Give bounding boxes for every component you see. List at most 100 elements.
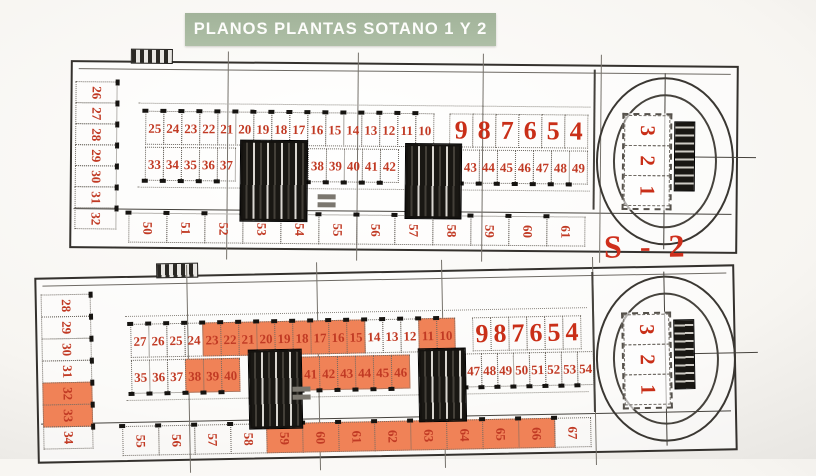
stall-number: 47	[535, 159, 549, 175]
parking-stall: 24	[184, 322, 204, 357]
parking-stall: 6	[526, 315, 546, 351]
parking-stall: 43	[460, 149, 481, 184]
parking-stall: 53	[560, 351, 579, 386]
stall-number: 60	[520, 224, 536, 238]
legend-box	[317, 194, 336, 200]
parking-stall: 37	[216, 147, 237, 182]
stall-number: 66	[529, 426, 545, 440]
parking-stall: 4	[562, 315, 582, 350]
stall-number: 8	[493, 318, 507, 348]
parking-stall: 55	[318, 214, 358, 245]
stall-number: 17	[292, 121, 306, 137]
parking-stall: 60	[302, 421, 340, 453]
building-core-2	[404, 143, 463, 220]
stall-number: 49	[571, 159, 585, 176]
parking-stall: 63	[410, 419, 448, 451]
stall-number: 8	[477, 115, 491, 145]
parking-stall: 29	[74, 144, 118, 167]
stairs-icon	[130, 48, 173, 64]
stall-number: 41	[304, 365, 318, 382]
parking-stall: 49	[568, 150, 589, 185]
stall-number: 58	[241, 432, 257, 446]
stall-number: 53	[254, 222, 270, 236]
stall-number: 38	[310, 157, 324, 173]
stall-number: 50	[140, 221, 156, 235]
stall-number: 34	[60, 430, 76, 445]
stall-number: 55	[133, 434, 149, 448]
stall-number: 22	[223, 331, 237, 347]
parking-stall: 50	[128, 212, 168, 243]
stall-number: 2	[635, 155, 660, 166]
stall-number: 10	[418, 122, 432, 138]
stall-number: 44	[481, 159, 495, 175]
stall-number: 12	[403, 327, 417, 344]
parking-stall: 7	[508, 316, 528, 351]
parking-stall: 47	[532, 150, 553, 185]
stall-number: 25	[148, 120, 162, 136]
stall-number: 43	[340, 365, 354, 381]
parking-stall: 9	[472, 316, 492, 352]
parking-stall: 31	[74, 186, 117, 209]
parking-stall: 32	[74, 207, 117, 230]
stall-number: 4	[569, 116, 583, 146]
parking-stall: 30	[74, 165, 117, 188]
parking-stall: 26	[148, 323, 168, 358]
parking-stall: 54	[576, 351, 595, 386]
stall-number: 22	[202, 120, 216, 136]
parking-stall: 27	[130, 323, 150, 358]
parking-stall: 28	[75, 123, 118, 146]
stall-number: 57	[406, 223, 422, 237]
stall-number: 5	[546, 116, 560, 146]
parking-stall: 67	[554, 417, 592, 448]
parking-stall: 21	[217, 111, 237, 146]
parking-stall: 12	[379, 112, 399, 147]
stall-number: 20	[238, 121, 252, 137]
stall-number: 17	[313, 329, 327, 345]
stall-number: 34	[165, 156, 179, 172]
stall-number: 14	[346, 121, 360, 138]
stall-number: 3	[634, 324, 659, 335]
parking-stall: 11	[397, 112, 417, 148]
stall-number: 23	[184, 120, 198, 136]
stall-number: 11	[400, 122, 413, 138]
stall-number: 40	[346, 158, 360, 174]
parking-stall: 41	[300, 356, 321, 391]
stall-number: 10	[439, 327, 453, 343]
stall-number: 5	[547, 317, 561, 347]
parking-stall: 32	[42, 381, 93, 406]
parking-stall: 46	[514, 149, 535, 185]
stall-number: 46	[394, 364, 408, 380]
stairs-icon	[156, 262, 199, 279]
parking-stall: 29	[41, 315, 92, 340]
stall-number: 35	[183, 156, 197, 172]
stall-number: 56	[368, 223, 384, 237]
stall-number: 18	[274, 121, 288, 137]
stall-number: 31	[88, 190, 104, 204]
parking-stall: 8	[490, 316, 510, 351]
parking-stall: 15	[325, 112, 345, 147]
parking-stall: 4	[564, 114, 589, 149]
stall-number: 45	[376, 364, 390, 380]
parking-stall: 23	[202, 322, 222, 357]
parking-stall: 56	[158, 424, 196, 456]
parking-stall: 8	[472, 113, 497, 148]
parking-stall: 38	[184, 358, 205, 393]
stall-number: 63	[421, 428, 437, 442]
stall-number: 30	[59, 342, 75, 357]
stall-number: 32	[87, 211, 104, 225]
ramp-core	[673, 121, 696, 192]
aisle-guide-line	[137, 186, 590, 192]
stall-number: 67	[565, 425, 581, 440]
stall-number: 20	[259, 330, 273, 346]
page-title: PLANOS PLANTAS SOTANO 1 Y 2	[193, 20, 488, 38]
stall-number: 9	[475, 319, 489, 349]
